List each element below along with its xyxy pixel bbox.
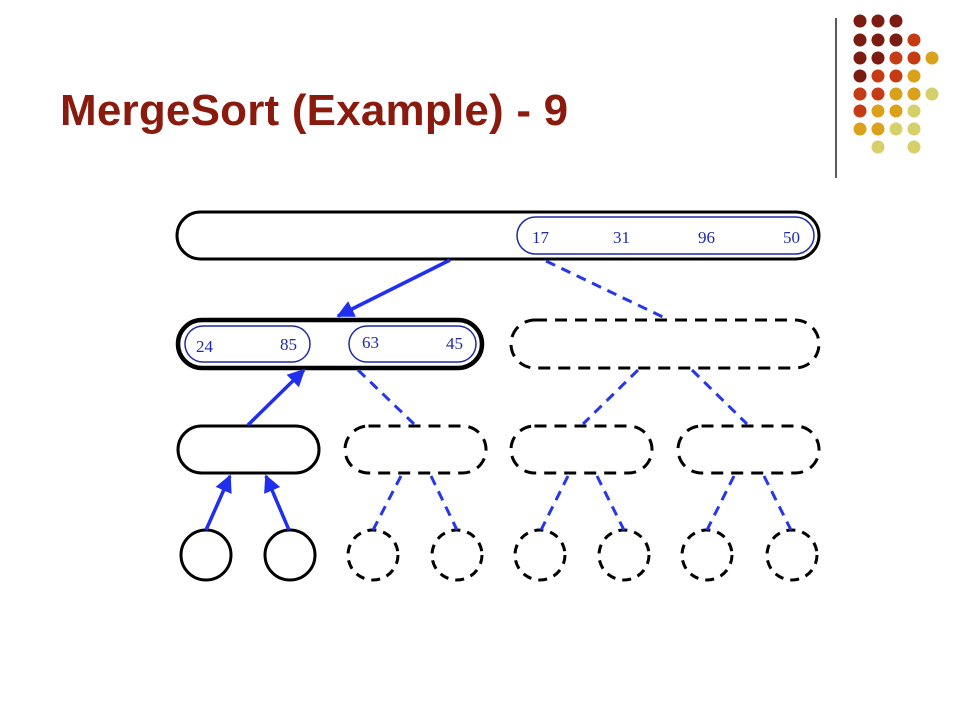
root-value: 17	[532, 228, 550, 247]
root-value: 96	[698, 228, 715, 247]
decorative-dot	[907, 87, 921, 101]
edge-level2-2-to-leaf-4	[429, 475, 459, 531]
level2-node-4	[676, 424, 821, 475]
root-value: 50	[783, 228, 800, 247]
decorative-dot	[853, 87, 867, 101]
decorative-dot	[871, 14, 885, 28]
level1-value: 85	[280, 335, 297, 354]
edge-root-to-right	[545, 259, 666, 320]
decorative-dot	[889, 122, 903, 136]
edge-level2-4-to-leaf-7	[705, 475, 736, 531]
decorative-dot	[871, 104, 885, 118]
leaf-node-4	[430, 528, 484, 582]
edge-level1right-to-level2-3	[581, 368, 640, 426]
level2-node-2	[343, 424, 488, 475]
level2-node-1	[176, 424, 321, 475]
decorative-dot	[871, 122, 885, 136]
level1-left-node	[175, 317, 485, 371]
decorative-dot	[871, 33, 885, 47]
root-value: 31	[613, 228, 630, 247]
decorative-dot	[853, 51, 867, 65]
level1-right-node	[509, 318, 821, 370]
decorative-dot	[907, 69, 921, 83]
edge-level2-4-to-leaf-8	[762, 475, 793, 531]
leaf-node-8	[765, 528, 819, 582]
decorative-dot	[853, 69, 867, 83]
level1-value: 45	[446, 334, 463, 353]
level1-value: 24	[196, 337, 214, 356]
root-node	[175, 210, 821, 261]
leaf-node-3	[346, 528, 400, 582]
leaf-node-7	[680, 528, 734, 582]
edge-level1left-to-level2-2	[356, 368, 416, 426]
decorative-dot	[907, 33, 921, 47]
decorative-dot	[871, 87, 885, 101]
decorative-dot-grid	[853, 14, 939, 154]
root-sorted-sequence	[516, 216, 815, 255]
edge-level2-2-to-leaf-3	[371, 475, 403, 531]
level2-node-3	[509, 424, 654, 475]
arrow-leaf2-to-level2	[264, 474, 291, 531]
level1-value: 63	[362, 333, 379, 352]
level1-right-subsequence	[348, 325, 477, 363]
arrow-root-to-left	[336, 258, 451, 318]
decorative-dot	[853, 122, 867, 136]
leaf-node-5	[513, 528, 567, 582]
edge-level2-3-to-leaf-5	[539, 475, 570, 531]
decorative-dot	[907, 51, 921, 65]
decorative-dot	[871, 51, 885, 65]
decorative-dot	[907, 140, 921, 154]
edge-level2-3-to-leaf-6	[595, 475, 626, 531]
decorative-dot	[889, 33, 903, 47]
decorative-dot	[889, 69, 903, 83]
decorative-dot	[853, 33, 867, 47]
level1-left-subsequence	[184, 325, 311, 363]
decorative-dot	[889, 51, 903, 65]
edge-level1right-to-level2-4	[690, 368, 749, 426]
leaf-node-6	[597, 528, 651, 582]
decorative-dot	[907, 104, 921, 118]
leaf-node-2	[263, 528, 317, 582]
arrow-leaf1-to-level2	[204, 474, 232, 531]
title-divider	[835, 18, 837, 178]
leaf-node-1	[179, 528, 233, 582]
decorative-dot	[889, 104, 903, 118]
arrow-level2-to-level1	[246, 368, 306, 427]
slide-title: MergeSort (Example) - 9	[60, 86, 569, 135]
decorative-dot	[925, 87, 939, 101]
decorative-dot	[871, 140, 885, 154]
decorative-dot	[871, 69, 885, 83]
decorative-dot	[889, 87, 903, 101]
decorative-dot	[853, 14, 867, 28]
decorative-dot	[889, 14, 903, 28]
decorative-dot	[853, 104, 867, 118]
decorative-dot	[907, 122, 921, 136]
decorative-dot	[925, 51, 939, 65]
